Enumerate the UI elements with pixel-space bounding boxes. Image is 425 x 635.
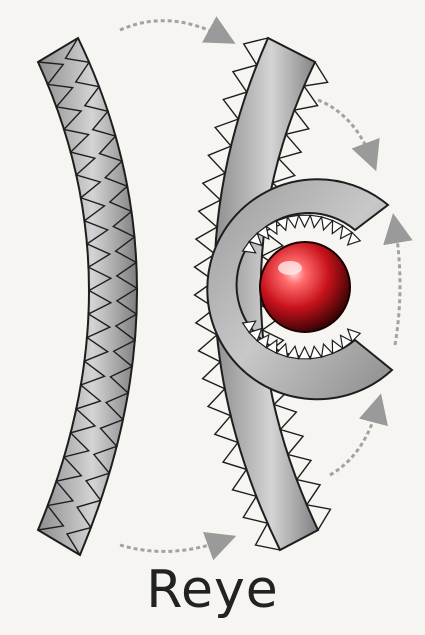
logo-caption: Reye xyxy=(0,560,425,620)
red-eye-sphere-icon xyxy=(260,242,350,332)
